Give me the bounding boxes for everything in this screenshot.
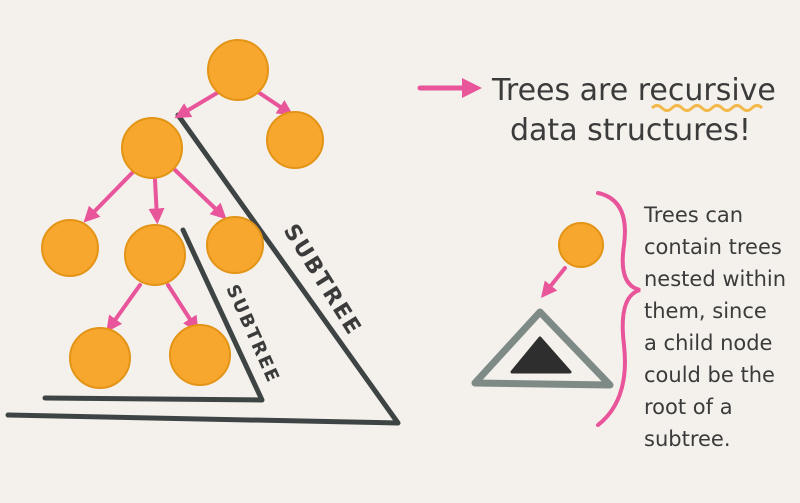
example-node <box>558 222 604 268</box>
title-prefix: Trees are <box>491 73 638 108</box>
tree-node-leaf-2 <box>169 324 231 386</box>
tree-nodes <box>41 39 324 389</box>
example-outer-triangle <box>471 308 614 389</box>
side-note-line-3: nested within <box>644 267 786 291</box>
edge-mid-leaf-1 <box>106 283 142 333</box>
side-note: Trees can contain trees nested within th… <box>643 203 793 451</box>
outer-subtree-label: SUBTREE <box>278 220 366 341</box>
edge-left-grandchild-3 <box>173 168 227 220</box>
side-note-line-2: contain trees <box>644 235 782 259</box>
tree-node-leaf-1 <box>69 327 131 389</box>
tree-node-grandchild-2 <box>124 224 186 286</box>
title-emphasis: recursive <box>638 73 776 108</box>
tree-node-right-child <box>266 111 324 169</box>
title-line-2: data structures! <box>510 113 751 148</box>
curly-bracket <box>596 191 641 427</box>
side-note-line-5: a child node <box>644 331 772 355</box>
tree-node-root <box>207 39 269 101</box>
edge-mid-leaf-2 <box>166 283 199 333</box>
tree-node-grandchild-1 <box>41 219 99 277</box>
tree-edges <box>83 88 294 333</box>
inner-subtree-triangle <box>42 227 265 403</box>
side-note-line-8: subtree. <box>644 427 731 451</box>
example-arrow <box>541 266 567 298</box>
side-note-line-7: root of a <box>644 395 733 419</box>
side-note-line-1: Trees can <box>643 203 743 227</box>
tree-node-left-child <box>121 117 183 179</box>
tree-node-grandchild-3 <box>206 216 264 274</box>
edge-root-right <box>253 88 294 116</box>
example-inner-triangle <box>510 336 572 374</box>
outer-subtree-triangle <box>5 112 401 426</box>
recursive-squiggle <box>650 104 764 112</box>
side-note-line-6: could be the <box>644 363 775 387</box>
edge-left-grandchild-2 <box>148 178 165 225</box>
side-note-line-4: them, since <box>644 299 767 323</box>
edge-root-left <box>174 88 224 119</box>
title-line-1: Trees are recursive <box>491 73 776 108</box>
edge-left-grandchild-1 <box>83 168 137 223</box>
